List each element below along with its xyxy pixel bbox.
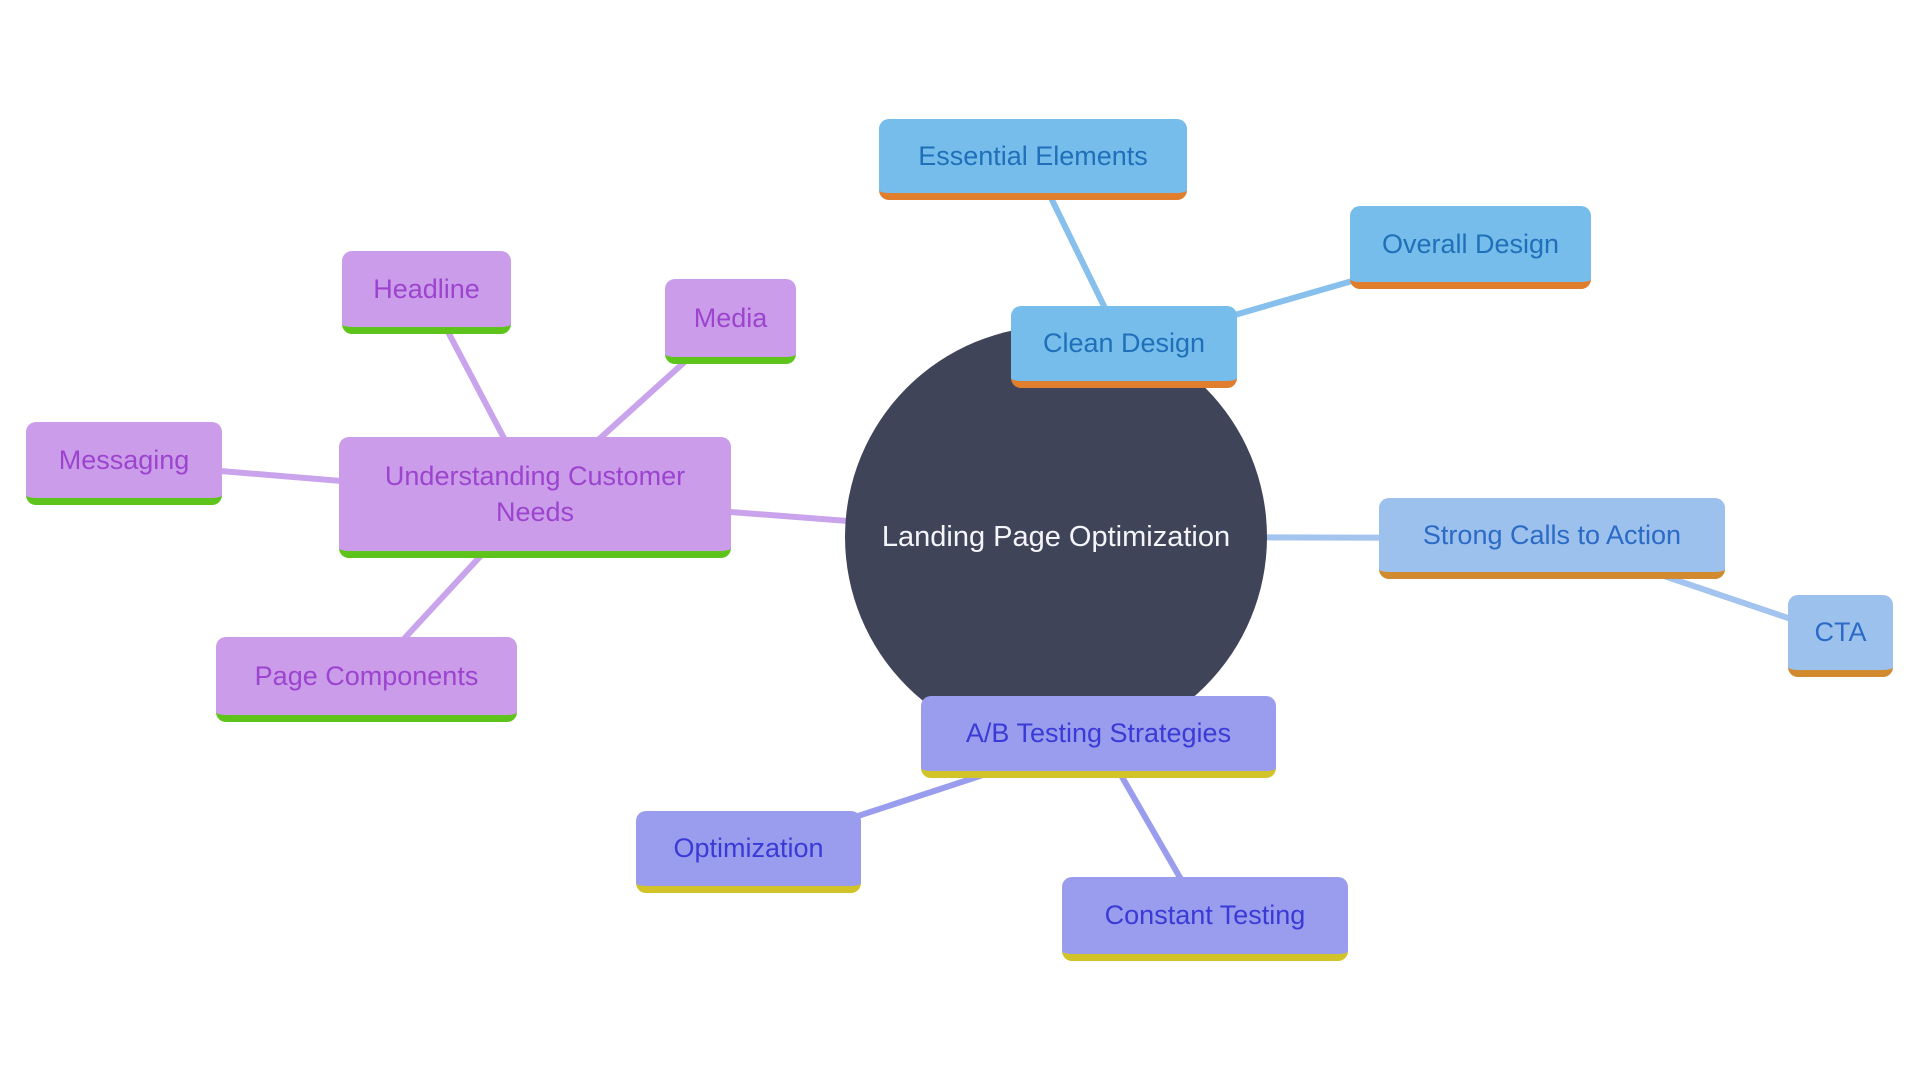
node-label: Messaging: [58, 444, 190, 475]
node-label: Strong Calls to Action: [1422, 519, 1682, 550]
node-label: A/B Testing Strategies: [965, 718, 1232, 749]
node-overall-design[interactable]: Overall Design: [1350, 206, 1591, 289]
central-topic-label: Landing Page Optimization: [881, 520, 1231, 553]
node-headline[interactable]: Headline: [342, 251, 511, 334]
central-topic-node[interactable]: Landing Page Optimization: [845, 326, 1267, 748]
node-page-components[interactable]: Page Components: [216, 637, 517, 722]
node-label: Page Components: [254, 660, 479, 691]
node-constant-testing[interactable]: Constant Testing: [1062, 877, 1348, 961]
node-label: Optimization: [673, 833, 824, 864]
node-clean-design[interactable]: Clean Design: [1011, 306, 1237, 388]
node-messaging[interactable]: Messaging: [26, 422, 222, 505]
node-media[interactable]: Media: [665, 279, 796, 364]
node-understanding-customer-needs[interactable]: Understanding Customer Needs: [339, 437, 731, 558]
node-label: Media: [693, 302, 768, 333]
node-label: Headline: [373, 273, 480, 304]
node-label: Understanding Customer Needs: [384, 460, 686, 527]
node-cta[interactable]: CTA: [1788, 595, 1893, 677]
node-label: Overall Design: [1381, 228, 1560, 259]
node-ab-testing-strategies[interactable]: A/B Testing Strategies: [921, 696, 1276, 778]
node-label: Essential Elements: [918, 140, 1148, 171]
node-essential-elements[interactable]: Essential Elements: [879, 119, 1187, 200]
node-optimization[interactable]: Optimization: [636, 811, 861, 893]
node-label: CTA: [1814, 617, 1867, 648]
node-label: Constant Testing: [1104, 900, 1306, 931]
node-label: Clean Design: [1042, 328, 1206, 359]
node-strong-calls-to-action[interactable]: Strong Calls to Action: [1379, 498, 1725, 579]
